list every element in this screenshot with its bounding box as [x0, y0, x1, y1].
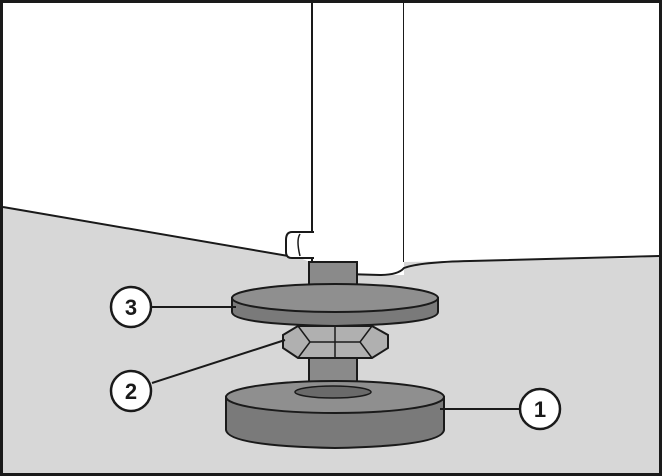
callout-2-label: 2	[125, 379, 137, 404]
cabinet-front-panel	[3, 3, 312, 262]
upper-locking-disc-top	[231, 283, 439, 313]
cabinet-bottom-edge	[2, 206, 301, 259]
callout-3-label: 3	[125, 295, 137, 320]
leader-line-2	[151, 339, 286, 384]
foot-base-socket	[294, 385, 372, 399]
callout-3-circle	[109, 285, 153, 329]
callout-1-label: 1	[534, 397, 546, 422]
corner-bracket	[285, 231, 314, 259]
corner-bracket-inner	[297, 233, 301, 257]
callout-3: 3	[109, 285, 153, 329]
callout-1: 1	[518, 387, 562, 431]
callout-1-circle	[518, 387, 562, 431]
cabinet-corner-post	[312, 3, 404, 275]
cabinet-side-panel	[404, 3, 659, 262]
callout-2-circle	[109, 369, 153, 413]
callout-2: 2	[109, 369, 153, 413]
lock-nut-facets	[297, 325, 373, 359]
